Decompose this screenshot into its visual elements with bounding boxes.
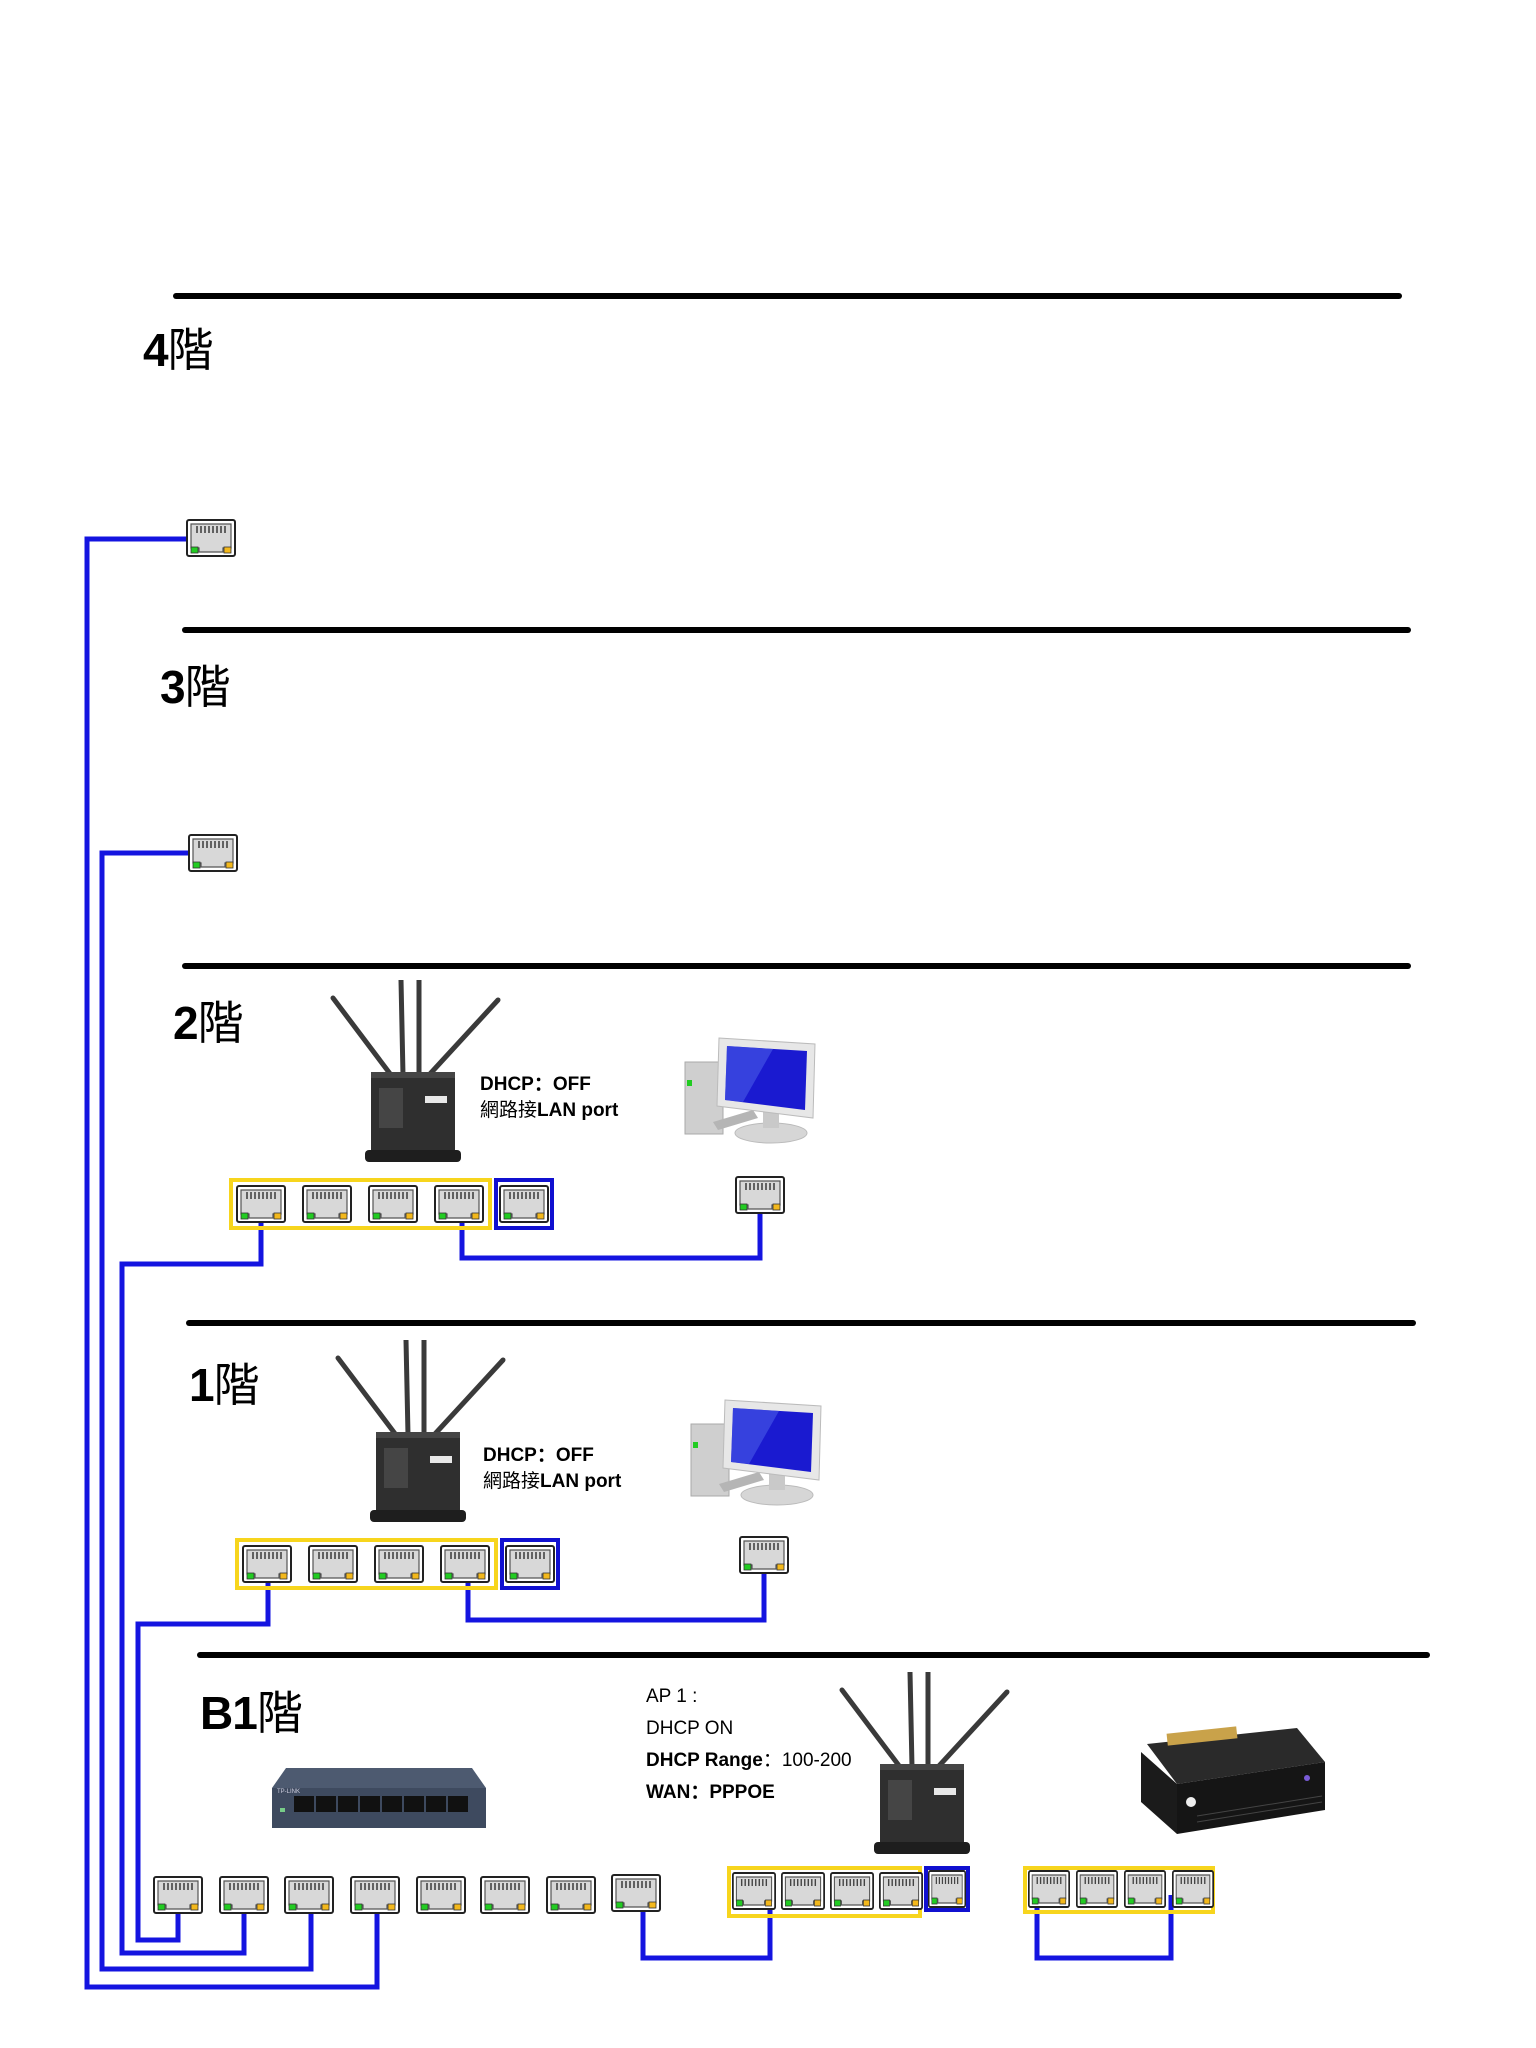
floor-3-label: 3階 <box>160 661 231 713</box>
ap1-wan-port <box>928 1870 966 1908</box>
dhcp-status: DHCP：OFF <box>483 1445 594 1466</box>
lan-port-2 <box>302 1185 352 1223</box>
ap1-config-note: AP 1 : DHCP ON DHCP Range：100-200 WAN：PP… <box>646 1681 852 1809</box>
ap1-lan-port-2 <box>781 1872 825 1910</box>
router-icon-1f <box>328 1340 508 1525</box>
switch-port-2 <box>219 1876 269 1914</box>
pc-ethernet-port-2f <box>735 1176 785 1214</box>
wan-port-group-2f <box>494 1178 554 1230</box>
lan-port-4 <box>434 1185 484 1223</box>
dhcp-status: DHCP：OFF <box>480 1074 591 1095</box>
lan-port-group-2f <box>229 1178 492 1230</box>
connection-note-cjk: 網路接 <box>483 1471 541 1492</box>
connection-note-port: LAN port <box>537 1100 619 1121</box>
floor-number: 2 <box>173 997 199 1049</box>
floor-b1-divider <box>197 1652 1430 1658</box>
floor-4-divider <box>173 293 1402 299</box>
floor-char: 階 <box>256 1686 303 1740</box>
connection-note: 網路接LAN port <box>480 1098 618 1124</box>
wan-value: ：PPPOE <box>690 1782 775 1803</box>
modem-icon <box>1137 1722 1327 1837</box>
switch-port-4 <box>350 1876 400 1914</box>
floor-char: 階 <box>213 1358 260 1412</box>
switch-port-1 <box>153 1876 203 1914</box>
ap1-lan-port-4 <box>879 1872 923 1910</box>
modem-port-1 <box>1028 1870 1070 1908</box>
pc-icon-2f <box>683 1030 823 1145</box>
ap1-wan-port-group <box>924 1866 970 1912</box>
router-icon-2f <box>323 980 503 1165</box>
wan-port <box>505 1545 555 1583</box>
lan-port-3 <box>374 1545 424 1583</box>
modem-port-4 <box>1172 1870 1214 1908</box>
floor-char: 階 <box>167 323 214 377</box>
lan-port-1 <box>236 1185 286 1223</box>
connection-note-port: LAN port <box>540 1471 622 1492</box>
floor-4-label: 4階 <box>143 324 214 376</box>
switch-port-7 <box>546 1876 596 1914</box>
floor-2-divider <box>182 963 1411 969</box>
wan-port-group-1f <box>500 1538 560 1590</box>
wan-label: WAN <box>646 1782 691 1803</box>
ap1-router-icon <box>832 1672 1012 1857</box>
modem-port-3 <box>1124 1870 1166 1908</box>
lan-port-1 <box>242 1545 292 1583</box>
switch-port-6 <box>480 1876 530 1914</box>
floor-2-label: 2階 <box>173 997 244 1049</box>
switch-port-5 <box>416 1876 466 1914</box>
router-note-1f: DHCP：OFF 網路接LAN port <box>483 1443 621 1495</box>
ap1-lan-port-1 <box>732 1872 776 1910</box>
floor-number: 3 <box>160 661 186 713</box>
dhcp-range-label: DHCP Range <box>646 1750 763 1771</box>
wan-port <box>499 1185 549 1223</box>
ap-dhcp-status: DHCP ON <box>646 1718 734 1739</box>
lan-port-3 <box>368 1185 418 1223</box>
lan-port-group-1f <box>235 1538 498 1590</box>
floor-number: 4 <box>143 324 169 376</box>
ethernet-port-3f <box>188 834 238 872</box>
modem-port-2 <box>1076 1870 1118 1908</box>
floor-b1-label: B1階 <box>200 1687 303 1739</box>
switch-port-3 <box>284 1876 334 1914</box>
ap-title: AP 1 : <box>646 1686 698 1707</box>
floor-number: B1 <box>200 1687 258 1739</box>
switch-port-8 <box>611 1874 661 1912</box>
pc-icon-1f <box>689 1392 829 1507</box>
switch-brand: TP-LINK <box>277 1789 300 1795</box>
floor-char: 階 <box>184 660 231 714</box>
floor-char: 階 <box>197 996 244 1050</box>
ap1-lan-port-3 <box>830 1872 874 1910</box>
switch-icon: TP-LINK <box>272 1768 486 1830</box>
dhcp-range-value: ：100-200 <box>762 1750 852 1771</box>
connection-note-cjk: 網路接 <box>480 1100 538 1121</box>
lan-port-2 <box>308 1545 358 1583</box>
floor-1-label: 1階 <box>189 1359 260 1411</box>
floor-3-divider <box>182 627 1411 633</box>
ethernet-port-4f <box>186 519 236 557</box>
pc-ethernet-port-1f <box>739 1536 789 1574</box>
floor-number: 1 <box>189 1359 215 1411</box>
router-note-2f: DHCP：OFF 網路接LAN port <box>480 1072 618 1124</box>
ap-wan-mode: WAN：PPPOE <box>646 1777 852 1809</box>
connection-note: 網路接LAN port <box>483 1469 621 1495</box>
ap-dhcp-range: DHCP Range：100-200 <box>646 1745 852 1777</box>
lan-port-4 <box>440 1545 490 1583</box>
floor-1-divider <box>186 1320 1416 1326</box>
